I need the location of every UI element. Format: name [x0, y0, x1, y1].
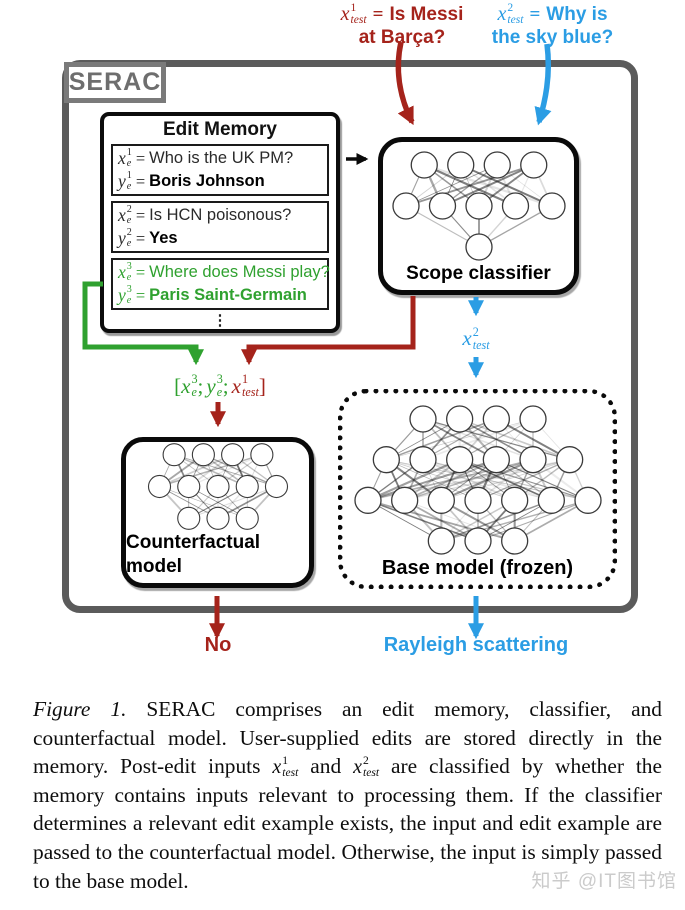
output-rayleigh-scattering: Rayleigh scattering [383, 634, 569, 656]
edit-question: Where does Messi play? [149, 263, 330, 281]
memory-ellipsis: ⋮ [212, 312, 228, 329]
test-input-1-text2: at Barça? [358, 27, 446, 49]
watermark: 知乎 @IT图书馆 [531, 871, 677, 892]
scope-classifier-network [391, 151, 566, 261]
edit-question: Is HCN poisonous? [149, 206, 292, 224]
test-input-2-text2: the sky blue? [491, 27, 614, 49]
separator: ; [197, 373, 204, 398]
bracket-close: ] [258, 373, 266, 398]
edit-answer: Yes [149, 229, 178, 247]
counterfactual-model-network [147, 443, 288, 530]
counterfactual-model-label: Counterfactual model [126, 532, 261, 577]
equals-sign: = [529, 3, 541, 25]
equals-sign: = [135, 149, 146, 168]
caption-text: SERAC comprises an edit memory, classifi… [33, 697, 662, 779]
bracket-open: [ [174, 373, 182, 398]
scope-classifier-box: Scope classifier [378, 137, 579, 295]
output-no: No [204, 634, 232, 656]
serac-label: SERAC [64, 62, 166, 103]
equals-sign: = [372, 3, 384, 25]
counterfactual-model-box: Counterfactual model [121, 437, 314, 588]
equals-sign: = [135, 206, 146, 225]
caption-text: and [298, 754, 354, 779]
equals-sign: = [135, 172, 146, 191]
edit-answer: Paris Saint-Germain [149, 286, 307, 304]
base-model-label: Base model (frozen) [381, 557, 574, 579]
equals-sign: = [135, 229, 146, 248]
figure-number: Figure 1. [33, 697, 127, 721]
edit-answer: Boris Johnson [149, 172, 265, 190]
test-input-1-text: Is Messi [389, 3, 464, 25]
figure-caption: Figure 1. SERAC comprises an edit memory… [33, 695, 662, 895]
scope-classifier-label: Scope classifier [406, 263, 551, 284]
caption-text: are classified by whether the memory con… [33, 754, 662, 893]
edit-memory-title: Edit Memory [162, 119, 278, 140]
equals-sign: = [135, 263, 146, 282]
edit-question: Who is the UK PM? [149, 149, 294, 167]
test-input-2-text: Why is [546, 3, 608, 25]
base-model-box: Base model (frozen) [338, 389, 617, 589]
separator: ; [222, 373, 229, 398]
equals-sign: = [135, 286, 146, 305]
base-model-network [353, 405, 602, 555]
